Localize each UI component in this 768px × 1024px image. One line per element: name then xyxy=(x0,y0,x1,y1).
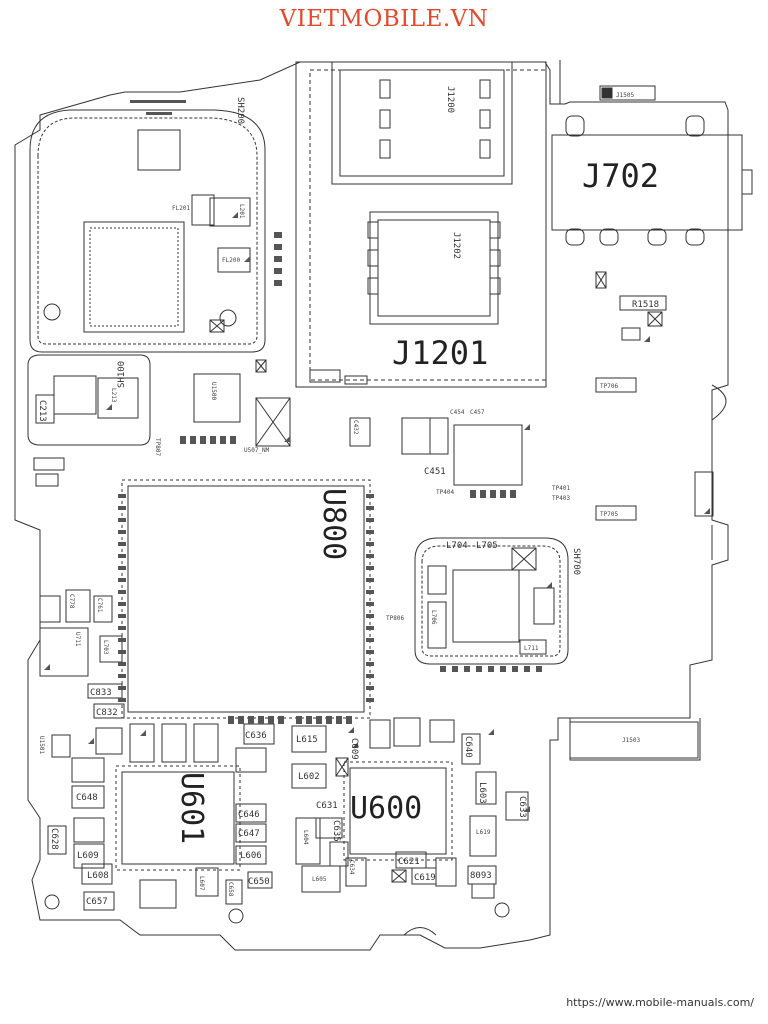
label-j1202: J1202 xyxy=(451,232,461,259)
label-c646: C646 xyxy=(238,810,260,820)
label-l711: L711 xyxy=(524,645,539,652)
label-c635: C635 xyxy=(331,820,341,842)
label-tp806: TP806 xyxy=(386,615,404,622)
label-l704: L704 xyxy=(446,541,468,551)
label-tp705: TP705 xyxy=(600,511,618,518)
label-j702: J702 xyxy=(582,157,659,195)
board-outline xyxy=(14,61,729,951)
label-c631: C631 xyxy=(316,801,338,811)
label-tp706: TP706 xyxy=(600,383,618,390)
label-u800: U800 xyxy=(316,488,351,560)
label-l603: L603 xyxy=(477,782,487,804)
label-c457: C457 xyxy=(470,409,485,416)
label-sh700: SH700 xyxy=(571,548,581,575)
label-l706: L706 xyxy=(430,610,437,625)
label-u1500: U1500 xyxy=(210,382,217,400)
label-c640: C640 xyxy=(463,736,473,758)
label-c657: C657 xyxy=(86,897,108,907)
label-8093: 8093 xyxy=(470,871,492,881)
label-c833: C833 xyxy=(90,688,112,698)
label-tp404: TP404 xyxy=(436,489,454,496)
label-l703: L703 xyxy=(102,640,109,655)
label-l607: L607 xyxy=(198,876,205,891)
label-j1201: J1201 xyxy=(392,334,488,372)
site-watermark: VIETMOBILE.VN xyxy=(279,6,489,32)
label-sh200: SH200 xyxy=(235,97,245,124)
label-l213: L213 xyxy=(110,388,117,403)
label-l608: L608 xyxy=(87,871,109,881)
label-c650: C650 xyxy=(248,877,270,887)
label-c454: C454 xyxy=(450,409,465,416)
label-c636: C636 xyxy=(245,731,267,741)
label-l604: L604 xyxy=(302,830,309,845)
label-tp807: TP807 xyxy=(154,438,161,456)
label-c658: C658 xyxy=(227,882,234,897)
label-c609: C609 xyxy=(349,738,359,760)
label-l705: L705 xyxy=(476,541,498,551)
label-c778: C778 xyxy=(68,594,75,609)
label-l619: L619 xyxy=(476,829,491,836)
label-tp401: TP401 xyxy=(552,485,570,492)
label-fl201: FL201 xyxy=(172,205,190,212)
label-c432: C432 xyxy=(352,420,359,435)
label-l201: L201 xyxy=(238,204,245,219)
label-fl200: FL200 xyxy=(222,257,240,264)
label-j1503: J1503 xyxy=(622,737,640,744)
label-c634: C634 xyxy=(348,860,355,875)
label-c832: C832 xyxy=(96,708,118,718)
label-u1501: U1501 xyxy=(38,736,45,754)
label-c621: C621 xyxy=(398,857,420,867)
label-c648: C648 xyxy=(76,793,98,803)
label-l606: L606 xyxy=(240,851,262,861)
label-tp403: TP403 xyxy=(552,495,570,502)
label-j1200: J1200 xyxy=(445,86,455,113)
label-c451: C451 xyxy=(424,467,446,477)
label-u507: U507_NM xyxy=(244,447,270,454)
label-c633: C633 xyxy=(517,796,527,818)
label-j1505: J1505 xyxy=(616,92,634,99)
label-u600: U600 xyxy=(350,791,422,826)
label-sh100: SH100 xyxy=(117,361,127,388)
label-r1518: R1518 xyxy=(632,300,659,310)
footer-url: https://www.mobile-manuals.com/ xyxy=(566,996,754,1009)
label-c628: C628 xyxy=(49,828,59,850)
label-l609: L609 xyxy=(77,851,99,861)
label-l605: L605 xyxy=(312,876,327,883)
label-c619: C619 xyxy=(414,873,436,883)
label-u601: U601 xyxy=(174,772,209,844)
label-c647: C647 xyxy=(238,829,260,839)
label-u711: U711 xyxy=(74,632,81,647)
label-c213: C213 xyxy=(37,400,47,422)
label-l602: L602 xyxy=(298,772,320,782)
label-l615: L615 xyxy=(296,735,318,745)
label-c761: C761 xyxy=(96,598,103,613)
